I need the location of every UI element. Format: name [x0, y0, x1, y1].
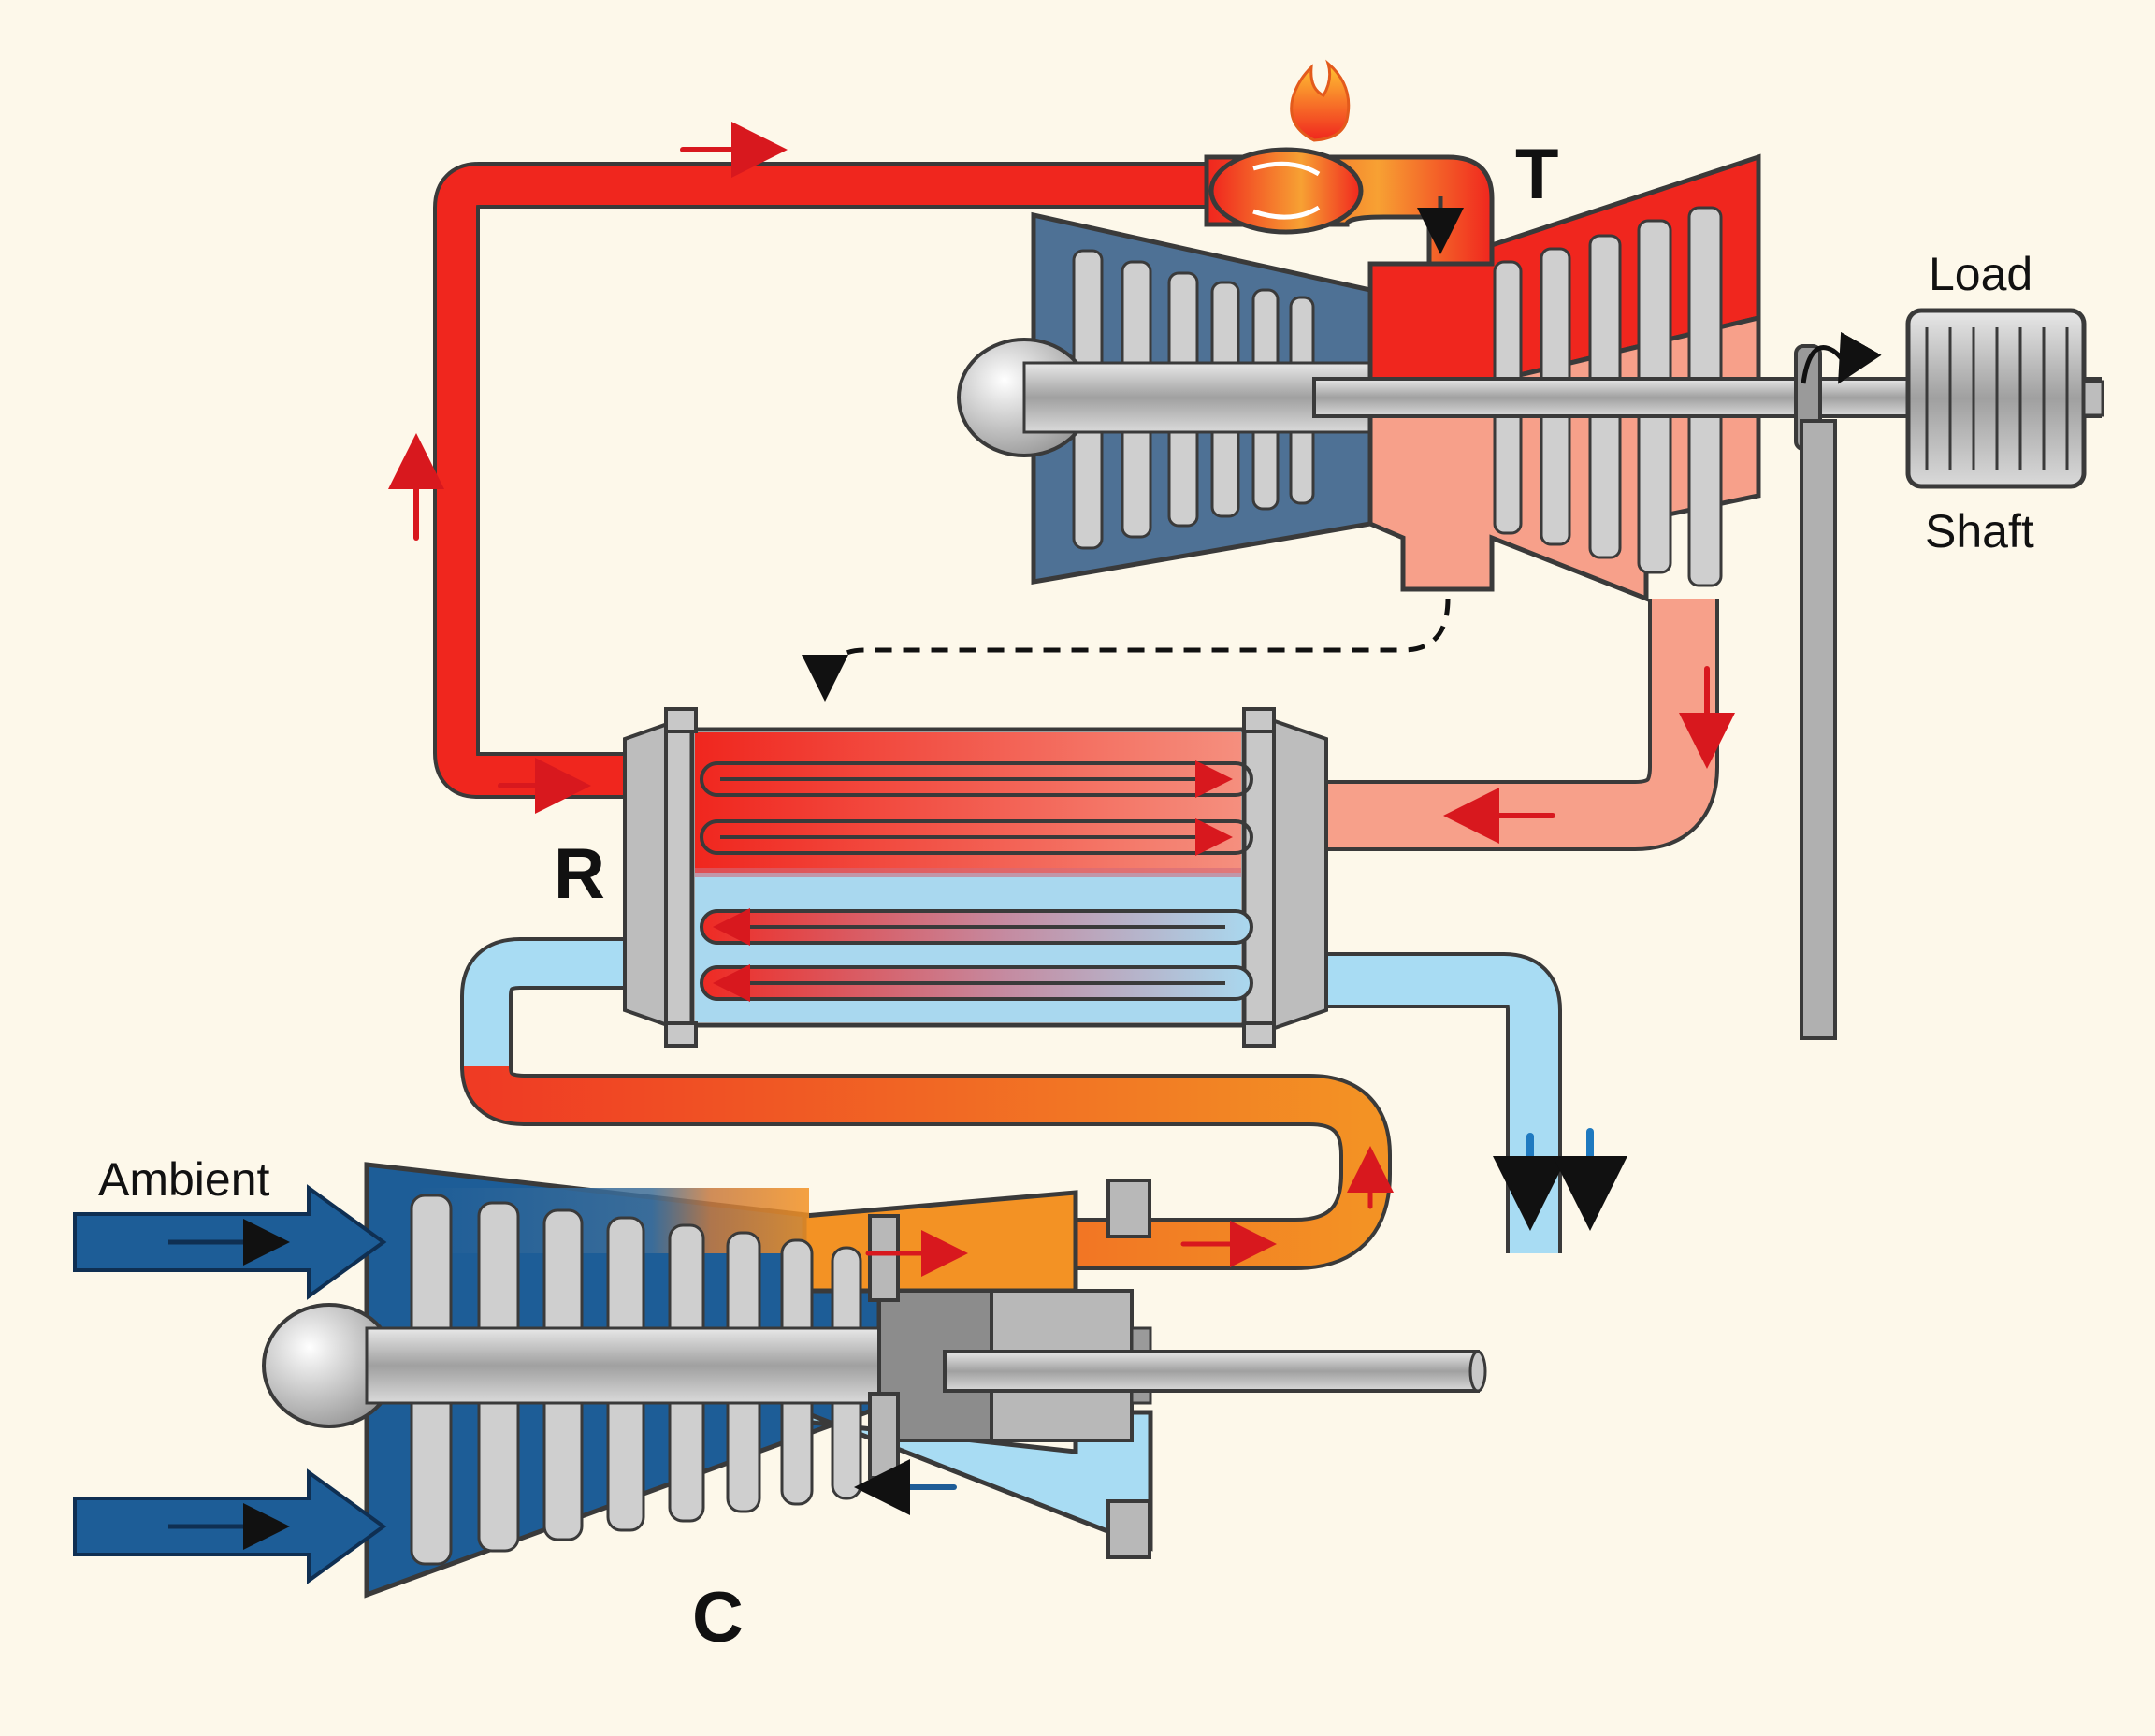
label-compressor: C: [692, 1578, 744, 1657]
compressor-shaft: [943, 1350, 1480, 1393]
flow-arrows: [388, 122, 1735, 1515]
rotation-icon: [1801, 331, 1882, 384]
flame-icon: [1290, 59, 1351, 142]
label-turbine: T: [1515, 135, 1558, 214]
label-regenerator: R: [554, 834, 605, 914]
turbine-exhaust-pipe: [1291, 599, 1719, 851]
label-shaft: Shaft: [1925, 505, 2034, 557]
ambient-inlet-arrows: [73, 1184, 387, 1584]
bypass-dashed-line: [802, 598, 1451, 702]
drive-belt: [1800, 419, 1837, 1040]
label-ambient: Ambient: [98, 1153, 270, 1206]
regenerator: [623, 707, 1328, 1048]
combustor: [1204, 59, 1495, 267]
label-load: Load: [1929, 248, 2032, 300]
gas-generator-engine: [957, 153, 2104, 1040]
compressor: [262, 1162, 1487, 1599]
